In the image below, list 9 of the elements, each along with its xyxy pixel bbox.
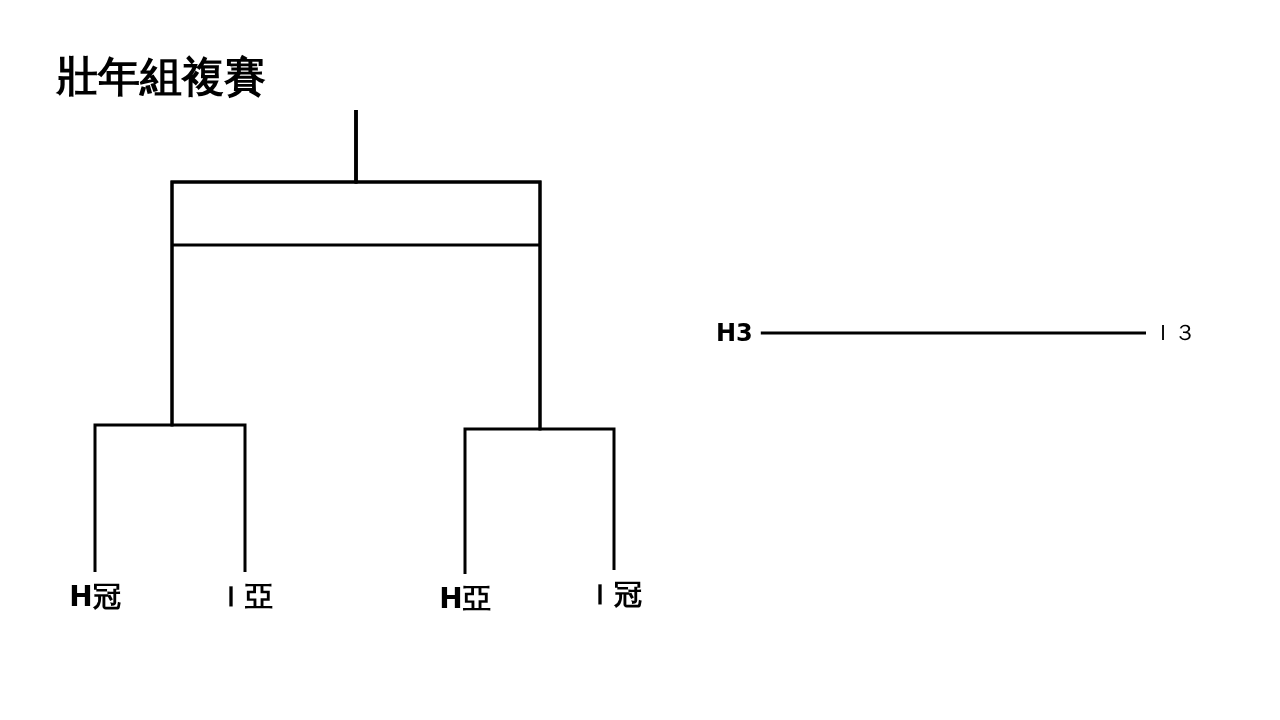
team-label: Ｉ亞 (210, 572, 280, 614)
match-line (760, 331, 1146, 335)
team-label: Ｉ３ (1146, 318, 1196, 348)
bracket-line (354, 110, 616, 570)
team-label: H3 (716, 318, 761, 348)
team-label: H亞 (430, 574, 500, 616)
title: 壯年組複賽 (56, 52, 266, 102)
team-label: H冠 (60, 572, 130, 614)
team-label: Ｉ冠 (579, 570, 649, 612)
